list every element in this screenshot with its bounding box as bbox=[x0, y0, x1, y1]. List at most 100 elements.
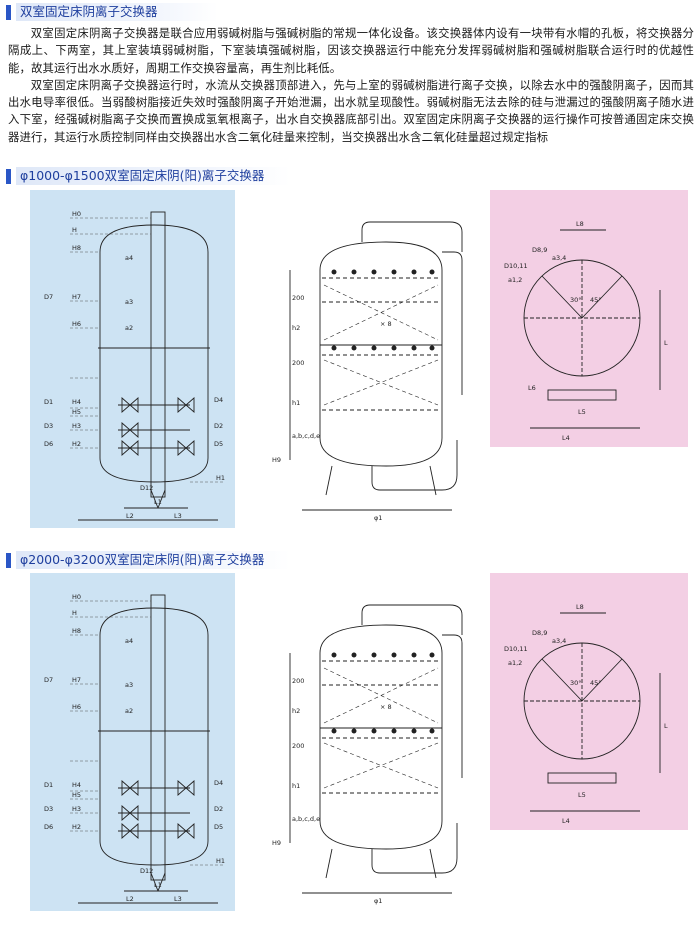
label-d8: D8,9 bbox=[532, 629, 547, 637]
label-a12: a1,2 bbox=[508, 659, 522, 667]
panel-s1-top-view: D10,11 D8,9 L8 a1,2 a3,4 30° 45° L L6 L5… bbox=[490, 190, 688, 447]
label-d10: D10,11 bbox=[504, 645, 528, 653]
label-d6: D6 bbox=[44, 823, 53, 831]
label-h1: H1 bbox=[216, 474, 225, 482]
label-abcde: a,b,c,d,e bbox=[292, 432, 320, 440]
label-h7: H7 bbox=[72, 676, 81, 684]
label-l3: L3 bbox=[174, 895, 182, 903]
label-200-mid: 200 bbox=[292, 359, 304, 367]
label-l: L bbox=[664, 339, 668, 347]
valve-4 bbox=[177, 397, 195, 413]
label-d5: D5 bbox=[214, 823, 223, 831]
intro-text: 双室固定床阴离子交换器是联合应用弱碱树脂与强碱树脂的常规一体化设备。该交换器体内… bbox=[8, 25, 694, 146]
label-a34: a3,4 bbox=[552, 254, 566, 262]
label-l1: L1 bbox=[154, 498, 162, 506]
label-d3: D3 bbox=[44, 422, 53, 430]
bottom-cone bbox=[150, 489, 159, 509]
label-d2: D2 bbox=[214, 805, 223, 813]
label-l5: L5 bbox=[578, 408, 586, 416]
section-header-1: φ1000-φ1500双室固定床阴(阳)离子交换器 bbox=[6, 166, 291, 186]
label-h3: H3 bbox=[72, 422, 81, 430]
label-h1: h1 bbox=[292, 782, 300, 790]
label-d8: D8,9 bbox=[532, 246, 547, 254]
label-h1: H1 bbox=[216, 857, 225, 865]
label-l6: L6 bbox=[528, 384, 536, 392]
panel-s2-side-section: 200 h2 200 h1 a,b,c,d,e H9 φ1 × 8 bbox=[262, 573, 477, 911]
label-h2: h2 bbox=[292, 707, 300, 715]
label-a4: a4 bbox=[125, 254, 133, 262]
panel-background bbox=[262, 190, 477, 528]
valve-5 bbox=[177, 823, 195, 839]
outer-pipe-bottom bbox=[371, 823, 458, 874]
label-l8: L8 bbox=[576, 220, 584, 228]
panel-background bbox=[30, 190, 235, 528]
panel-s2-front-elevation: H0 H H8 a4 D7 H7 a3 H6 a2 D1 H4 H5 D3 H3… bbox=[30, 573, 235, 911]
label-phi1: φ1 bbox=[374, 514, 382, 522]
bottom-cone bbox=[150, 872, 159, 892]
label-d4: D4 bbox=[214, 396, 223, 404]
label-h9: H9 bbox=[272, 839, 281, 847]
label-h8: H8 bbox=[72, 627, 81, 635]
label-d2: D2 bbox=[214, 422, 223, 430]
label-l8: L8 bbox=[576, 603, 584, 611]
label-d6: D6 bbox=[44, 440, 53, 448]
label-30: 30° bbox=[570, 296, 582, 304]
label-a2: a2 bbox=[125, 707, 133, 715]
bottom-cone-right bbox=[157, 872, 166, 892]
top-view-diagram: D10,11 D8,9 L8 a1,2 a3,4 30° 45° L L6 L5… bbox=[490, 190, 688, 447]
nozzle-ray-left bbox=[541, 658, 583, 702]
panel-background bbox=[30, 573, 235, 911]
label-h2: H2 bbox=[72, 440, 81, 448]
label-d1: D1 bbox=[44, 398, 53, 406]
vessel-shell bbox=[319, 624, 443, 850]
label-l4: L4 bbox=[562, 817, 570, 825]
label-h5: H5 bbox=[72, 791, 81, 799]
section1-title: φ1000-φ1500双室固定床阴(阳)离子交换器 bbox=[16, 167, 291, 185]
label-h8: H8 bbox=[72, 244, 81, 252]
label-200-mid: 200 bbox=[292, 742, 304, 750]
label-phi1: φ1 bbox=[374, 897, 382, 905]
label-abcde: a,b,c,d,e bbox=[292, 815, 320, 823]
valve-4 bbox=[177, 780, 195, 796]
vessel-shell bbox=[99, 224, 209, 483]
center-pipe bbox=[150, 594, 166, 881]
label-l2: L2 bbox=[126, 512, 134, 520]
valve-2 bbox=[121, 422, 139, 438]
label-d12: D12 bbox=[140, 484, 153, 492]
label-d7: D7 bbox=[44, 293, 53, 301]
label-h2: h2 bbox=[292, 324, 300, 332]
bottom-manifold bbox=[547, 389, 617, 401]
label-d7: D7 bbox=[44, 676, 53, 684]
valve-2 bbox=[121, 805, 139, 821]
label-h6: H6 bbox=[72, 703, 81, 711]
side-section-diagram: 200 h2 200 h1 a,b,c,d,e H9 φ1 × 8 bbox=[262, 573, 477, 911]
valve-3 bbox=[121, 823, 139, 839]
label-h5: H5 bbox=[72, 408, 81, 416]
outer-pipe-top bbox=[361, 221, 463, 252]
top-view-diagram: D10,11 D8,9 L8 a1,2 a3,4 30° 45° L L5 L4 bbox=[490, 573, 688, 830]
support-leg-right bbox=[429, 465, 437, 496]
label-h0: H0 bbox=[72, 593, 81, 601]
label-x8: × 8 bbox=[380, 320, 392, 328]
label-h4: H4 bbox=[72, 398, 81, 406]
label-d4: D4 bbox=[214, 779, 223, 787]
label-d10: D10,11 bbox=[504, 262, 528, 270]
section2-title: φ2000-φ3200双室固定床阴(阳)离子交换器 bbox=[16, 551, 291, 569]
label-h3: H3 bbox=[72, 805, 81, 813]
label-a2: a2 bbox=[125, 324, 133, 332]
label-h4: H4 bbox=[72, 781, 81, 789]
label-l2: L2 bbox=[126, 895, 134, 903]
cross-hatch bbox=[323, 667, 439, 789]
valve-1 bbox=[121, 780, 139, 796]
label-l4: L4 bbox=[562, 434, 570, 442]
section-header-2: φ2000-φ3200双室固定床阴(阳)离子交换器 bbox=[6, 550, 291, 570]
center-pipe bbox=[150, 211, 166, 498]
label-200-top: 200 bbox=[292, 677, 304, 685]
vessel-shell bbox=[319, 241, 443, 467]
label-x8: × 8 bbox=[380, 703, 392, 711]
resin-layers bbox=[322, 660, 440, 794]
label-d1: D1 bbox=[44, 781, 53, 789]
label-a4: a4 bbox=[125, 637, 133, 645]
side-section-diagram: 200 h2 200 h1 a,b,c,d,e H9 φ1 × 8 bbox=[262, 190, 477, 528]
intro-paragraph-1: 双室固定床阴离子交换器是联合应用弱碱树脂与强碱树脂的常规一体化设备。该交换器体内… bbox=[8, 26, 694, 75]
